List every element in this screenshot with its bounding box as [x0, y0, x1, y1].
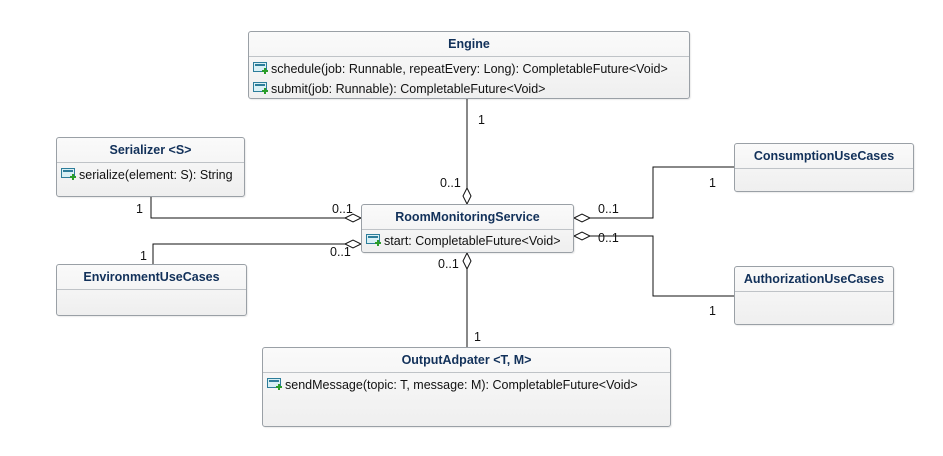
edge-consumption-room[interactable]: [590, 166, 734, 219]
class-name: OutputAdpater <T, M>: [263, 348, 670, 373]
multiplicity-authorization-room: 0..1: [598, 231, 619, 245]
multiplicity-output: 1: [474, 330, 481, 344]
operation-text: start: CompletableFuture<Void>: [384, 234, 561, 248]
operation-text: serialize(element: S): String: [79, 168, 233, 182]
aggregation-diamond: [572, 213, 592, 223]
multiplicity-consumption: 1: [709, 176, 716, 190]
multiplicity-authorization: 1: [709, 304, 716, 318]
class-name: Engine: [249, 32, 689, 57]
aggregation-diamond: [462, 251, 472, 271]
operation-schedule[interactable]: schedule(job: Runnable, repeatEvery: Lon…: [253, 59, 685, 79]
operation-text: schedule(job: Runnable, repeatEvery: Lon…: [271, 62, 668, 76]
aggregation-diamond: [462, 186, 472, 206]
public-operation-icon: [253, 62, 268, 74]
class-engine[interactable]: Engine schedule(job: Runnable, repeatEve…: [248, 31, 690, 99]
class-name: AuthorizationUseCases: [735, 267, 893, 292]
operation-start[interactable]: start: CompletableFuture<Void>: [366, 231, 569, 251]
class-name: RoomMonitoringService: [362, 205, 573, 230]
class-authorization-use-cases[interactable]: AuthorizationUseCases: [734, 266, 894, 325]
class-name: EnvironmentUseCases: [57, 265, 246, 290]
class-name: ConsumptionUseCases: [735, 144, 913, 169]
class-environment-use-cases[interactable]: EnvironmentUseCases: [56, 264, 247, 316]
multiplicity-engine: 1: [478, 113, 485, 127]
multiplicity-serializer: 1: [136, 202, 143, 216]
edge-authorization-room[interactable]: [590, 235, 734, 297]
multiplicity-consumption-room: 0..1: [598, 202, 619, 216]
aggregation-diamond: [572, 231, 592, 241]
multiplicity-engine-room: 0..1: [440, 176, 461, 190]
operation-submit[interactable]: submit(job: Runnable): CompletableFuture…: [253, 79, 685, 99]
multiplicity-environment-room: 0..1: [330, 245, 351, 259]
public-operation-icon: [366, 234, 381, 246]
class-consumption-use-cases[interactable]: ConsumptionUseCases: [734, 143, 914, 192]
class-name: Serializer <S>: [57, 138, 244, 163]
operation-send-message[interactable]: sendMessage(topic: T, message: M): Compl…: [267, 375, 666, 395]
edge-serializer-room[interactable]: [150, 197, 345, 219]
class-output-adapter[interactable]: OutputAdpater <T, M> sendMessage(topic: …: [262, 347, 671, 427]
public-operation-icon: [267, 378, 282, 390]
operation-text: submit(job: Runnable): CompletableFuture…: [271, 82, 546, 96]
class-serializer[interactable]: Serializer <S> serialize(element: S): St…: [56, 137, 245, 197]
class-room-monitoring-service[interactable]: RoomMonitoringService start: Completable…: [361, 204, 574, 253]
multiplicity-environment: 1: [140, 249, 147, 263]
public-operation-icon: [253, 82, 268, 94]
multiplicity-output-room: 0..1: [438, 257, 459, 271]
multiplicity-serializer-room: 0..1: [332, 202, 353, 216]
operation-serialize[interactable]: serialize(element: S): String: [61, 165, 240, 185]
public-operation-icon: [61, 168, 76, 180]
operation-text: sendMessage(topic: T, message: M): Compl…: [285, 378, 638, 392]
edge-environment-room[interactable]: [152, 243, 345, 264]
